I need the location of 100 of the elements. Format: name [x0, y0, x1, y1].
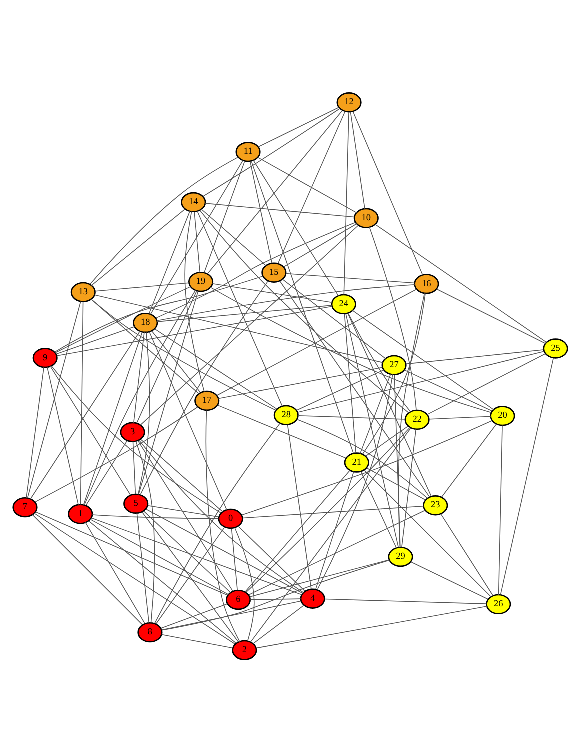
connector [498, 424, 503, 595]
connector [234, 527, 255, 642]
node-ellipse: 29 [388, 546, 414, 567]
connector [344, 111, 350, 295]
connector [34, 512, 236, 644]
connector [442, 423, 497, 497]
node-ellipse: 16 [414, 274, 440, 294]
connector [149, 331, 228, 510]
connector [348, 312, 412, 412]
connector [287, 424, 312, 590]
connector [206, 410, 240, 642]
connector [86, 440, 128, 506]
node-ellipse: 28 [274, 404, 299, 425]
connector [201, 208, 267, 266]
connector [253, 160, 339, 296]
connector [350, 111, 366, 209]
connector [218, 366, 383, 399]
connector [360, 470, 398, 548]
connector [317, 374, 394, 590]
connector [205, 202, 355, 218]
connector [250, 559, 390, 597]
connector [298, 350, 545, 412]
connector [138, 290, 199, 494]
node-ellipse: 22 [404, 409, 430, 430]
connector [161, 634, 234, 648]
node-ellipse: 21 [344, 452, 370, 472]
connector [184, 210, 205, 392]
connector [157, 304, 332, 322]
connector [440, 513, 494, 596]
connector [56, 306, 332, 356]
connector [212, 283, 332, 302]
connector [200, 210, 409, 413]
connector [404, 369, 493, 412]
connector [143, 510, 232, 593]
node-ellipse: 4 [300, 588, 326, 608]
node-ellipse: 26 [486, 594, 512, 614]
connector [406, 349, 544, 364]
node-ellipse: 19 [188, 271, 214, 292]
connector [160, 603, 228, 628]
connector [138, 439, 304, 593]
connector [30, 330, 140, 499]
connector [32, 514, 143, 625]
node-ellipse: 7 [12, 496, 38, 518]
connector [50, 366, 132, 496]
connector [146, 508, 304, 594]
node-ellipse: 24 [331, 294, 356, 314]
connector [138, 332, 150, 495]
node-ellipse: 12 [336, 92, 362, 112]
node-ellipse: 10 [354, 208, 379, 228]
connector [282, 278, 386, 359]
connector [283, 223, 358, 268]
connector [362, 292, 426, 454]
connector [258, 156, 358, 213]
node-ellipse: 5 [124, 493, 149, 514]
connector [140, 438, 224, 512]
connector [154, 422, 281, 624]
connector [248, 510, 426, 595]
connector [133, 331, 145, 423]
connector [426, 353, 546, 415]
connector [296, 418, 428, 498]
connector [231, 528, 238, 590]
node-ellipse: 1 [68, 504, 94, 524]
connector [250, 160, 273, 264]
node-ellipse: 13 [70, 282, 96, 302]
connector [55, 286, 192, 353]
connector [47, 366, 79, 505]
connector [202, 108, 340, 197]
connector [52, 366, 222, 514]
connector [56, 326, 136, 354]
connector [436, 288, 546, 344]
connector [156, 222, 356, 318]
node-ellipse: 18 [133, 312, 158, 333]
connector [402, 428, 417, 548]
connector [197, 210, 283, 406]
connector [90, 156, 238, 284]
connector [207, 110, 343, 274]
node-ellipse: 27 [382, 354, 407, 375]
connector [352, 110, 424, 276]
connector [152, 330, 201, 393]
connector [150, 160, 244, 314]
connector [244, 470, 350, 592]
connector [216, 288, 418, 396]
node-ellipse: 9 [32, 348, 58, 368]
connector [238, 525, 306, 592]
node-ellipse: 8 [138, 622, 163, 642]
connector [365, 425, 409, 456]
connector [91, 298, 200, 394]
connector [136, 440, 156, 624]
connector [366, 467, 426, 500]
node-ellipse: 17 [194, 390, 220, 411]
connector [142, 511, 239, 642]
connector [88, 520, 237, 644]
connector [253, 604, 305, 644]
connector [360, 374, 392, 454]
connector [91, 298, 276, 410]
connector [411, 561, 489, 600]
node-ellipse: 6 [226, 589, 252, 610]
connector [54, 276, 264, 352]
connector [83, 331, 143, 505]
connector [161, 600, 302, 630]
